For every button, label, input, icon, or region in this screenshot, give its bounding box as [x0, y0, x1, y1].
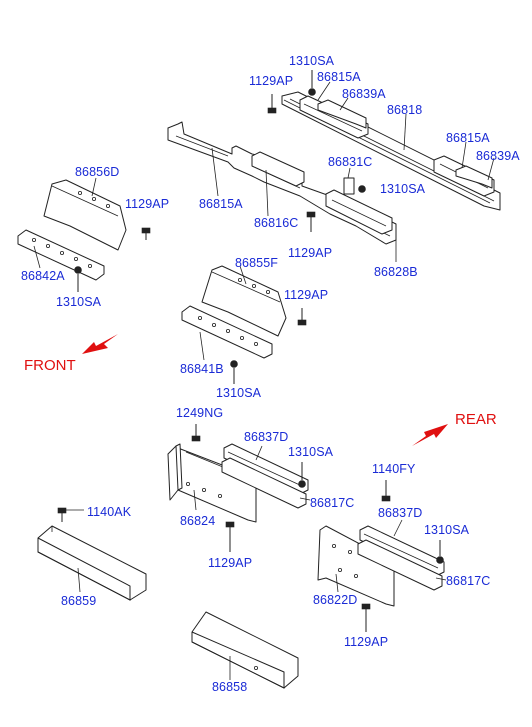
- clip-86831c: [343, 177, 355, 195]
- arrow-rear: [412, 424, 448, 446]
- label-86839a-right: 86839A: [476, 149, 520, 163]
- label-86841b: 86841B: [180, 362, 224, 376]
- strip-86837d-a: [223, 443, 309, 495]
- nut-1310sa-b: [298, 462, 306, 488]
- label-1129ap-top: 1129AP: [249, 74, 294, 88]
- panel-86842a: [17, 229, 105, 281]
- label-1310sa-top: 1310SA: [289, 54, 335, 68]
- label-1310sa-center: 1310SA: [216, 386, 262, 400]
- leader-86817c-b: [435, 577, 447, 581]
- label-1129ap-left: 1129AP: [125, 197, 170, 211]
- label-86831c: 86831C: [328, 155, 373, 169]
- leader-86855f: [239, 265, 247, 285]
- label-1129ap-mid: 1129AP: [288, 246, 333, 260]
- label-86837d-b: 86837D: [378, 506, 423, 520]
- label-1129ap-center: 1129AP: [284, 288, 329, 302]
- label-1249ng: 1249NG: [176, 406, 224, 420]
- panel-86824: [167, 443, 257, 523]
- bolt-1129ap-mid: [306, 211, 316, 232]
- label-1310sa-c: 1310SA: [424, 523, 470, 537]
- tray-86858: [191, 611, 299, 689]
- arrow-front: [82, 334, 118, 354]
- bolt-1129ap-left: [141, 227, 151, 240]
- leader-86817c-a: [299, 497, 311, 501]
- label-86858: 86858: [212, 680, 248, 694]
- leader-86824: [193, 489, 197, 511]
- strip-86817c-a: [221, 457, 307, 509]
- bolt-1249ng: [191, 424, 201, 442]
- nut-1310sa-center: [230, 360, 238, 384]
- label-1129ap-c: 1129AP: [344, 635, 389, 649]
- label-1129ap-b: 1129AP: [208, 556, 253, 570]
- label-86828b: 86828B: [374, 265, 418, 279]
- leader-86856d: [91, 177, 97, 197]
- label-front: FRONT: [24, 357, 76, 374]
- bolt-1129ap-center: [297, 308, 307, 326]
- bolt-1140ak: [57, 507, 84, 522]
- nut-1310sa-left: [74, 266, 82, 292]
- label-86837d-a: 86837D: [244, 430, 289, 444]
- bracket-86815a-top: [299, 95, 369, 139]
- label-86842a: 86842A: [21, 269, 65, 283]
- label-1310sa-mid: 1310SA: [380, 182, 426, 196]
- label-86856d: 86856D: [75, 165, 120, 179]
- bracket-86839a-top: [317, 99, 367, 129]
- leader-86859: [77, 567, 81, 593]
- label-86817c-b: 86817C: [446, 574, 491, 588]
- leader-86837d-b: [393, 519, 403, 537]
- panel-86822d: [317, 525, 395, 607]
- panel-86856d: [43, 179, 127, 251]
- bracket-86828b: [325, 189, 393, 235]
- label-86815a-right: 86815A: [446, 131, 490, 145]
- label-86815a-top: 86815A: [317, 70, 361, 84]
- nut-1310sa-c: [436, 540, 444, 564]
- label-86824: 86824: [180, 514, 216, 528]
- label-1310sa-left: 1310SA: [56, 295, 102, 309]
- label-86815a-left: 86815A: [199, 197, 243, 211]
- tray-86859: [37, 525, 147, 601]
- label-86855f: 86855F: [235, 256, 278, 270]
- label-1310sa-b: 1310SA: [288, 445, 334, 459]
- label-1140ak: 1140AK: [87, 505, 132, 519]
- leader-86841b: [199, 331, 205, 361]
- panel-86855f: [201, 265, 287, 337]
- leader-86842a: [33, 245, 41, 269]
- strip-86837d-b: [359, 525, 445, 577]
- strip-86817c-b: [357, 539, 443, 591]
- label-86817c-a: 86817C: [310, 496, 355, 510]
- nut-1310sa-top: [308, 70, 316, 96]
- nut-1310sa-mid: [358, 185, 366, 193]
- panel-86841b: [181, 305, 273, 359]
- label-86859: 86859: [61, 594, 97, 608]
- label-1140fy: 1140FY: [372, 462, 416, 476]
- label-rear: REAR: [455, 411, 497, 428]
- leader-86837d-a: [255, 445, 263, 461]
- leader-86822d: [335, 573, 339, 593]
- bolt-1129ap-top: [267, 94, 277, 114]
- bolt-1129ap-c: [361, 603, 371, 632]
- bolt-1129ap-b: [225, 521, 235, 552]
- leaders-top: [211, 81, 495, 262]
- bracket-86816c: [251, 151, 305, 187]
- bracket-86839a-right: [455, 165, 493, 189]
- bolt-1140fy: [381, 480, 391, 502]
- label-86818: 86818: [387, 103, 423, 117]
- label-86839a-top: 86839A: [342, 87, 386, 101]
- label-86816c: 86816C: [254, 216, 299, 230]
- label-86822d: 86822D: [313, 593, 358, 607]
